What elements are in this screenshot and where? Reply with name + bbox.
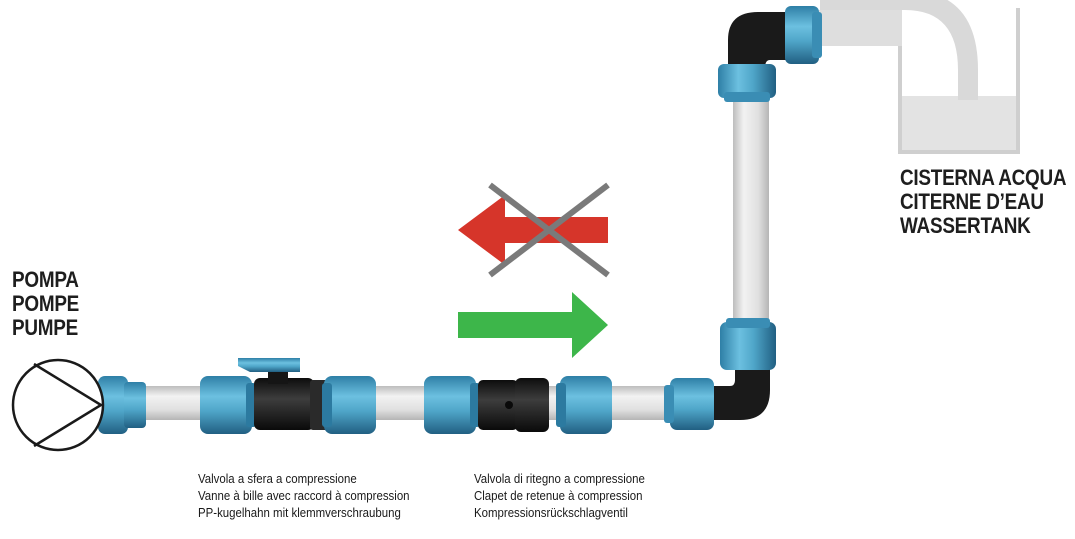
check-valve-caption-line-2: Clapet de retenue à compression (474, 488, 643, 503)
tank-label-line-1: CISTERNA ACQUA (900, 165, 1067, 190)
pump-coupling (98, 376, 146, 434)
ball-valve-caption-line-2: Vanne à bille avec raccord à compression (198, 488, 410, 503)
blocked-flow-arrow (458, 182, 610, 278)
vertical-pipe (733, 95, 769, 335)
bottom-elbow-fitting (664, 318, 776, 430)
pump-label: POMPA POMPE PUMPE (12, 268, 79, 340)
pump-symbol (11, 358, 105, 452)
cross-line-2 (488, 182, 610, 278)
valve-handle (238, 358, 300, 372)
allowed-flow-arrow (458, 292, 608, 358)
check-valve-caption: Valvola di ritegno a compressione Clapet… (474, 470, 645, 521)
ball-valve-caption: Valvola a sfera a compressione Vanne à b… (198, 470, 410, 521)
ball-valve (200, 358, 376, 434)
pump-label-line-1: POMPA (12, 267, 79, 292)
ball-valve-caption-line-3: PP-kugelhahn mit klemmverschraubung (198, 505, 401, 520)
pump-label-line-2: POMPE (12, 291, 80, 316)
water-tank (792, 0, 1020, 154)
check-valve (424, 376, 612, 434)
pump-label-line-3: PUMPE (12, 315, 79, 340)
ball-valve-caption-line-1: Valvola a sfera a compressione (198, 471, 357, 486)
tank-label-line-2: CITERNE D’EAU (900, 189, 1044, 214)
check-valve-caption-line-3: Kompressionsrückschlagventil (474, 505, 628, 520)
tank-label-line-3: WASSERTANK (900, 213, 1031, 238)
check-valve-caption-line-1: Valvola di ritegno a compressione (474, 471, 645, 486)
tank-label: CISTERNA ACQUA CITERNE D’EAU WASSERTANK (900, 165, 1067, 238)
top-elbow-fitting (718, 6, 822, 102)
